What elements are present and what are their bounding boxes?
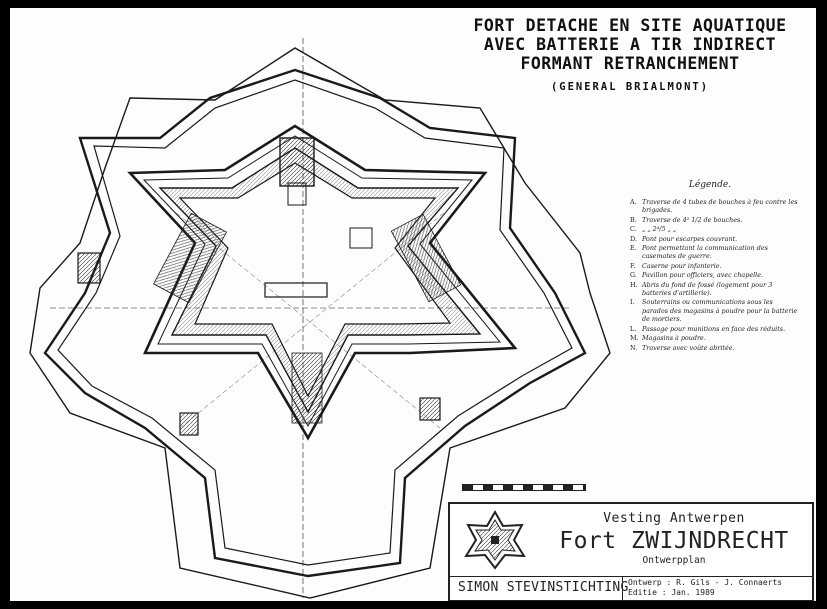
legend-key: H.	[630, 280, 638, 289]
legend-item: B. Traverse de 4² 1/2 de bouches.	[630, 216, 800, 224]
legend-key: A.	[630, 198, 637, 206]
flank-east-casemates	[390, 213, 462, 303]
caponier-east	[419, 397, 441, 421]
title-line-3: FORMANT RETRANCHEMENT	[520, 54, 740, 73]
gorge-bridge	[287, 182, 307, 206]
caponier-west	[77, 252, 101, 284]
legend: Légende. A. Traverse de 4 tubes de bouche…	[630, 180, 800, 353]
legend-item: G. Pavillon pour officiers, avec chapelle…	[630, 271, 800, 279]
legend-item: M.Magasins à poudre.	[630, 334, 800, 342]
flank-west-casemates	[153, 212, 227, 304]
legend-text: Passage pour munitions en face des rédui…	[642, 324, 786, 333]
legend-text: Magasins à poudre.	[642, 334, 706, 343]
legend-key: C.	[630, 225, 637, 234]
cartouche-footer: SIMON STEVINSTICHTING Ontwerp : R. Gils …	[450, 577, 812, 600]
cartouche-edition: Editie : Jan. 1989	[628, 588, 715, 597]
drawing-sheet: FORT DETACHE EN SITE AQUATIQUE AVEC BATT…	[10, 8, 816, 601]
legend-text: Abris du fond de fossé (logement pour 3 …	[642, 280, 773, 298]
fort-plan-drawing	[29, 38, 611, 599]
fort-logo-icon	[464, 509, 526, 570]
title-subtitle: (GENERAL BRIALMONT)	[550, 81, 710, 93]
cartouche-design-credit: Ontwerp : R. Gils - J. Connaerts	[628, 578, 783, 587]
counterscarp-line	[43, 68, 587, 578]
legend-key: I.	[630, 298, 635, 307]
legend-item: L. Passage pour munitions en face des réd…	[630, 325, 800, 333]
legend-item: I. Souterrains ou communications sous les…	[630, 298, 800, 323]
central-building	[349, 227, 373, 249]
legend-text: Traverse avec voûte abritée.	[642, 343, 735, 352]
cartouche-organization: Vesting Antwerpen	[603, 511, 745, 526]
legend-text: Pavillon pour officiers, avec chapelle.	[642, 271, 764, 280]
legend-key: F.	[630, 261, 636, 270]
legend-key: N.	[630, 343, 638, 352]
legend-item: H. Abris du fond de fossé (logement pour …	[630, 281, 800, 298]
legend-text: Souterrains ou communications sous les p…	[642, 298, 798, 324]
cartouche-plan-type: Ontwerpplan	[642, 555, 706, 566]
legend-item: N. Traverse avec voûte abritée.	[630, 344, 800, 352]
drawing-title: FORT DETACHE EN SITE AQUATIQUE AVEC BATT…	[444, 16, 816, 93]
outer-glacis-line	[29, 47, 611, 599]
legend-key: M.	[630, 334, 639, 343]
legend-key: G.	[630, 271, 637, 280]
legend-text: Traverse de 4² 1/2 de bouches.	[642, 215, 743, 224]
legend-item: C. „ „ 2⁴/5 „ „	[630, 225, 800, 233]
legend-text: Traverse de 4 tubes de bouches à feu con…	[642, 198, 798, 215]
legend-item: F. Caserne pour infanterie.	[630, 262, 800, 270]
main-rampart	[127, 124, 518, 441]
caponier-south	[179, 412, 199, 436]
legend-text: Pont permettant la communication des cas…	[642, 244, 768, 261]
legend-item: D. Pont pour escarpes couvrant.	[630, 235, 800, 243]
legend-text: Caserne pour infanterie.	[642, 261, 722, 270]
cartouche-header: Vesting Antwerpen Fort ZWIJNDRECHT Ontwe…	[450, 504, 812, 577]
legend-item: E. Pont permettant la communication des c…	[630, 244, 800, 261]
cartouche-foundation: SIMON STEVINSTICHTING	[458, 580, 629, 595]
legend-key: L.	[630, 324, 637, 333]
title-line-2: AVEC BATTERIE A TIR INDIRECT	[483, 35, 777, 54]
legend-key: E.	[630, 244, 637, 253]
counterscarp-inner	[57, 79, 573, 566]
scale-bar	[462, 484, 586, 491]
cartouche-divider	[622, 577, 623, 600]
legend-key: D.	[630, 234, 637, 243]
legend-heading: Légende.	[688, 180, 732, 190]
cartouche-info: Ontwerp : R. Gils - J. Connaerts Editie …	[628, 578, 782, 598]
south-salient-casemates	[291, 352, 323, 424]
north-gorge	[279, 137, 315, 187]
legend-text: Pont pour escarpes couvrant.	[642, 234, 738, 243]
title-line-1: FORT DETACHE EN SITE AQUATIQUE	[473, 16, 787, 35]
legend-text: „ „ 2⁴/5 „ „	[642, 225, 677, 234]
central-barracks	[264, 282, 328, 298]
cartouche: Vesting Antwerpen Fort ZWIJNDRECHT Ontwe…	[448, 502, 814, 601]
cartouche-fort-name: Fort ZWIJNDRECHT	[559, 528, 789, 554]
legend-key: B.	[630, 215, 637, 224]
legend-item: A. Traverse de 4 tubes de bouches à feu c…	[630, 198, 800, 215]
legend-list: A. Traverse de 4 tubes de bouches à feu c…	[630, 198, 800, 352]
